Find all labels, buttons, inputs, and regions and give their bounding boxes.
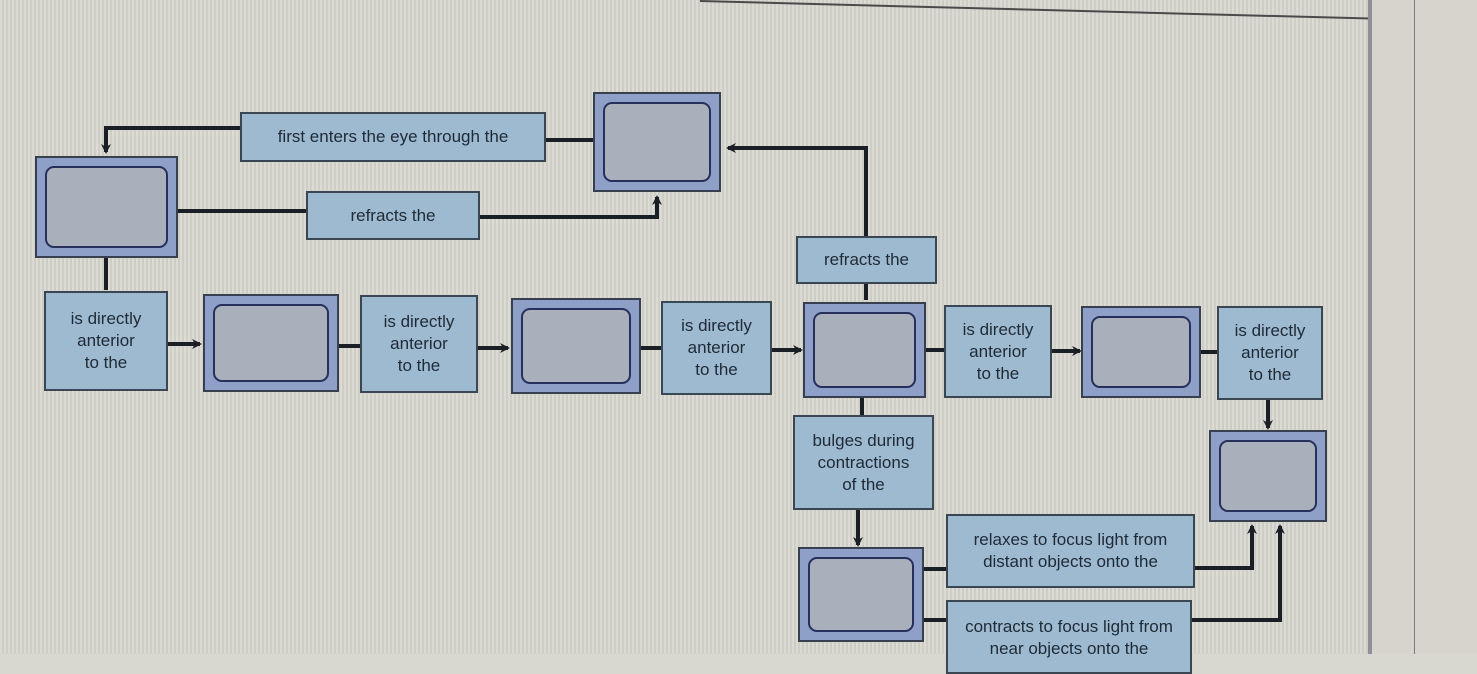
link-label-anterior-4: is directly anterior to the: [944, 305, 1052, 398]
monitor-edge: [1368, 0, 1372, 654]
concept-drop-slot[interactable]: [813, 312, 916, 388]
concept-drop-slot[interactable]: [603, 102, 711, 182]
concept-box-row-2[interactable]: [511, 298, 641, 394]
connector-refracts-mid-out: [726, 143, 868, 236]
link-label-first-enters: first enters the eye through the: [240, 112, 546, 162]
link-label-anterior-1: is directly anterior to the: [44, 291, 168, 391]
concept-drop-slot[interactable]: [1219, 440, 1317, 512]
bezel-divider: [1414, 0, 1415, 654]
link-label-anterior-5: is directly anterior to the: [1217, 306, 1323, 400]
concept-box-row-3[interactable]: [803, 302, 926, 398]
concept-drop-slot[interactable]: [45, 166, 168, 248]
concept-box-right[interactable]: [1209, 430, 1327, 522]
link-label-refracts-top: refracts the: [306, 191, 480, 240]
concept-box-top-left[interactable]: [35, 156, 178, 258]
concept-drop-slot[interactable]: [521, 308, 631, 384]
concept-drop-slot[interactable]: [1091, 316, 1191, 388]
link-label-refracts-mid: refracts the: [796, 236, 937, 284]
concept-box-row-1[interactable]: [203, 294, 339, 392]
concept-drop-slot[interactable]: [213, 304, 329, 382]
connector-contracts-out: [1192, 524, 1285, 622]
link-label-anterior-3: is directly anterior to the: [661, 301, 772, 395]
link-label-anterior-2: is directly anterior to the: [360, 295, 478, 393]
link-label-bulges: bulges during contractions of the: [793, 415, 934, 510]
connector-first-enters-in: [101, 126, 242, 154]
concept-box-top-center[interactable]: [593, 92, 721, 192]
monitor-bezel: [1372, 0, 1477, 654]
concept-box-bottom[interactable]: [798, 547, 924, 642]
connector-relaxes-out: [1195, 524, 1257, 570]
link-label-contracts: contracts to focus light from near objec…: [946, 600, 1192, 674]
connector-lines: [101, 126, 1285, 622]
concept-box-row-4[interactable]: [1081, 306, 1201, 398]
connector-refracts-top-out: [480, 195, 662, 219]
link-label-relaxes: relaxes to focus light from distant obje…: [946, 514, 1195, 588]
concept-drop-slot[interactable]: [808, 557, 914, 632]
